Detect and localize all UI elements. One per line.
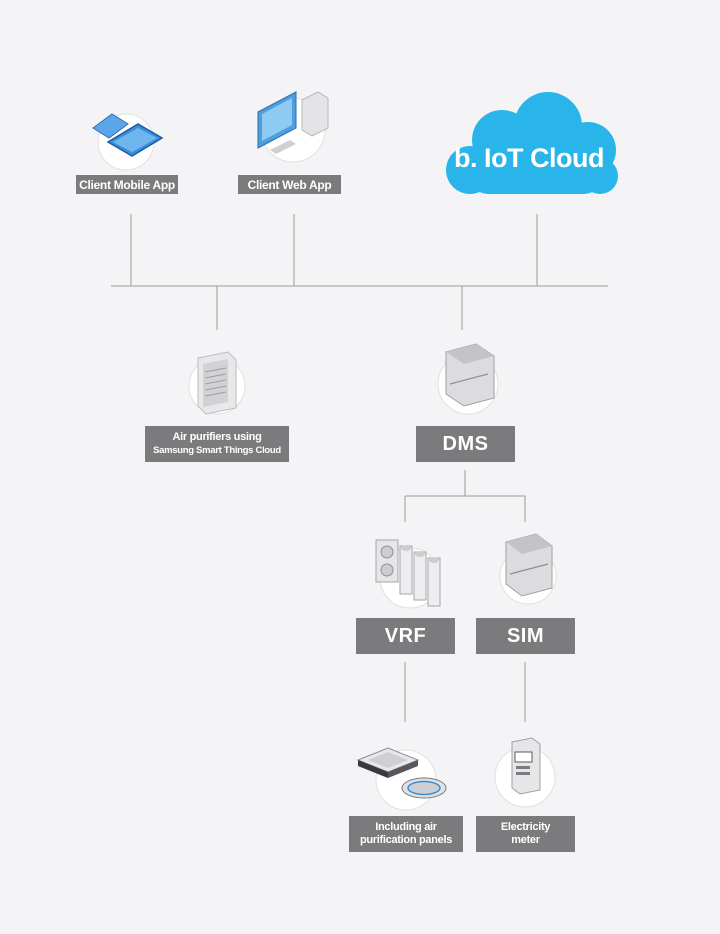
cloud-icon	[446, 92, 618, 194]
meter-line1: Electricity	[500, 821, 551, 833]
vrf-label: VRF	[356, 618, 455, 654]
controller-box-icon	[499, 533, 557, 605]
panels-line1: Including air	[375, 821, 437, 833]
air-purifiers-line1: Air purifiers using	[172, 431, 262, 443]
air-purifiers-label: Air purifiers using Samsung Smart Things…	[145, 426, 289, 462]
desktop-computer-icon	[257, 91, 329, 163]
dms-label: DMS	[416, 426, 515, 462]
electricity-meter-icon	[494, 737, 556, 808]
meter-line2: meter	[511, 834, 540, 846]
ceiling-cassette-icon	[356, 747, 447, 811]
client-mobile-app-label: Client Mobile App	[76, 175, 178, 194]
connector-lines	[111, 214, 608, 722]
controller-box-icon	[437, 343, 499, 415]
outdoor-units-icon	[375, 539, 441, 609]
meter-label: Electricity meter	[476, 816, 575, 852]
client-web-app-label: Client Web App	[238, 175, 341, 194]
sim-label: SIM	[476, 618, 575, 654]
mobile-devices-icon	[92, 113, 164, 171]
cloud-label: b. IoT Cloud	[454, 143, 604, 173]
air-purifier-icon	[188, 351, 246, 415]
panels-line2: purification panels	[359, 834, 453, 846]
air-purifiers-line2: Samsung Smart Things Cloud	[153, 445, 281, 456]
panels-label: Including air purification panels	[349, 816, 463, 852]
